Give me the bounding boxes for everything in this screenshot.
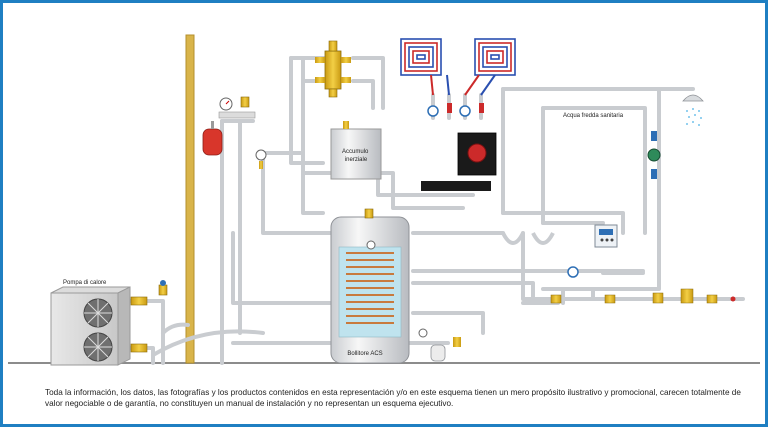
plumbing-scheme: Pompa di calore Accumulo i — [8, 34, 760, 366]
disclaimer-text: Toda la información, los datos, las foto… — [45, 388, 741, 408]
thermometer-icon — [366, 240, 376, 250]
heat-pump-unit: Pompa di calore — [50, 280, 131, 366]
thermostatic-controller — [594, 224, 618, 248]
dhw-expansion-vessel — [418, 328, 461, 362]
cold-water-valves — [550, 288, 736, 304]
water-meter-icon — [567, 266, 579, 278]
heat-pump-label: Pompa di calore — [63, 280, 107, 286]
expansion-vessel — [202, 121, 223, 156]
floor-heating-loop-left — [400, 38, 442, 76]
pressure-gauge-icon — [218, 96, 256, 119]
shower-head-icon — [682, 94, 704, 126]
heat-pump-valves — [130, 280, 168, 353]
pump-group — [421, 103, 497, 191]
dhw-boiler: Bollitore ACS — [330, 208, 410, 364]
buffer-tank-label-line-2: inerziale — [345, 157, 368, 163]
heating-coil — [346, 252, 394, 324]
flow-meter-icon — [427, 105, 439, 117]
pump-icon — [467, 143, 487, 163]
buffer-tank-label-line-1: Accumulo — [342, 149, 369, 155]
floor-heating-loop-right — [474, 38, 516, 76]
buffer-tank: Accumulo inerziale — [330, 121, 382, 180]
wall-column — [185, 34, 195, 364]
dhw-boiler-label: Bollitore ACS — [347, 351, 382, 357]
floor-loop-connectors — [430, 74, 496, 96]
cold-water-label: Acqua fredda sanitaria — [563, 113, 624, 119]
hydraulic-separator — [315, 40, 351, 98]
thermometer-gauge-icon — [255, 149, 267, 169]
buffer-tank-label: Accumulo inerziale — [342, 149, 370, 163]
flow-meter-icon — [459, 105, 471, 117]
recirculation-pump-icon — [647, 131, 661, 179]
mixing-loop — [501, 232, 555, 245]
pipe-network — [116, 56, 745, 365]
